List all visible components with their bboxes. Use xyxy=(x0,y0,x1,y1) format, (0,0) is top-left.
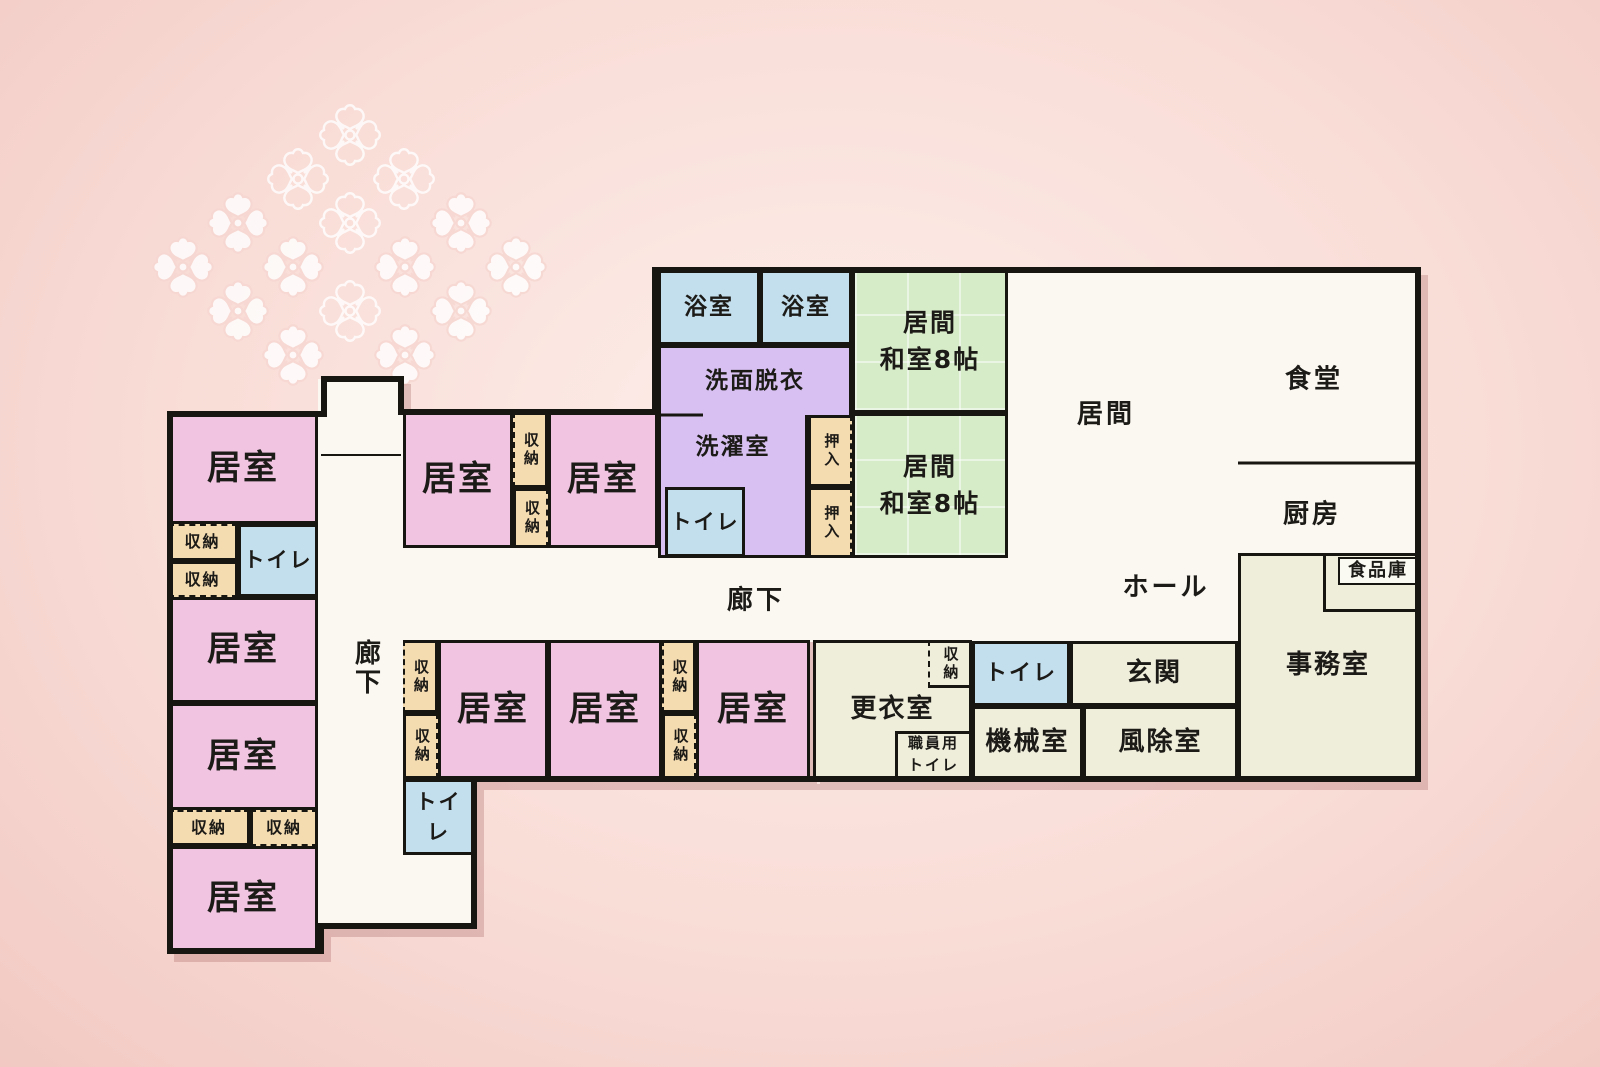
room-label-shuno-5: 収納 xyxy=(521,432,540,468)
room-label-washitsu-1: 居間 和室8帖 xyxy=(879,308,981,374)
room-label-oshiire-2: 押入 xyxy=(822,504,841,541)
room-shuno-2: 収納 xyxy=(168,561,238,597)
room-kyoshitsu-5: 居室 xyxy=(403,412,513,548)
room-label-koishitsu: 更衣室 xyxy=(850,693,935,724)
area-label-ima: 居間 xyxy=(1076,399,1136,430)
room-oshiire-1: 押入 xyxy=(808,415,852,487)
room-shuno-5: 収納 xyxy=(513,412,548,488)
room-toire-3: トイレ xyxy=(403,779,474,855)
room-label-kyoshitsu-6: 居室 xyxy=(567,459,639,500)
room-toire-1: トイレ xyxy=(238,524,318,597)
room-label-yokushitsu-2: 浴室 xyxy=(781,293,831,320)
room-label-toire-3: トイレ xyxy=(415,789,462,844)
room-label-kikaishitsu: 機械室 xyxy=(985,726,1070,757)
room-label-kyoshitsu-5: 居室 xyxy=(422,459,494,500)
room-senmendatsui: 洗面脱衣 xyxy=(658,345,852,415)
room-yokushitsu-1: 浴室 xyxy=(658,270,760,345)
room-kyoshitsu-3: 居室 xyxy=(168,703,318,810)
room-shokuhinko: 食品庫 xyxy=(1338,557,1418,585)
room-shuno-7: 収納 xyxy=(403,640,438,713)
room-label-shuno-10: 収納 xyxy=(671,728,690,764)
room-toire-4: トイレ xyxy=(972,641,1070,706)
area-label-chubo: 厨房 xyxy=(1282,499,1342,530)
room-shuno-9: 収納 xyxy=(662,640,696,713)
room-label-kyoshitsu-3: 居室 xyxy=(207,735,279,776)
room-label-toire-4: トイレ xyxy=(984,660,1057,686)
room-label-shuno-1: 収納 xyxy=(184,532,221,552)
room-genkan: 玄関 xyxy=(1070,641,1238,706)
room-label-yokushitsu-1: 浴室 xyxy=(684,293,734,320)
room-kyoshitsu-1: 居室 xyxy=(168,414,318,524)
room-shuno-3: 収納 xyxy=(168,810,250,846)
room-oshiire-2: 押入 xyxy=(808,487,852,558)
room-label-kyoshitsu-1: 居室 xyxy=(207,448,279,489)
room-shuno-1: 収納 xyxy=(168,524,238,561)
room-shuno-4: 収納 xyxy=(250,810,318,846)
room-label-kyoshitsu-9: 居室 xyxy=(717,688,789,729)
room-label-sentakushitsu: 洗濯室 xyxy=(695,434,771,460)
room-shokuin-toire: 職員用 トイレ xyxy=(895,731,972,779)
room-washitsu-2: 居間 和室8帖 xyxy=(852,413,1008,558)
room-label-kyoshitsu-4: 居室 xyxy=(207,877,279,918)
room-label-shuno-9: 収納 xyxy=(670,658,689,695)
room-label-kyoshitsu-7: 居室 xyxy=(457,688,529,729)
room-label-shuno-11: 収納 xyxy=(941,646,960,682)
room-label-shuno-3: 収納 xyxy=(190,817,227,837)
room-washitsu-1: 居間 和室8帖 xyxy=(852,270,1008,413)
room-label-toire-1: トイレ xyxy=(243,548,313,573)
room-label-shuno-2: 収納 xyxy=(184,569,221,589)
room-kyoshitsu-8: 居室 xyxy=(548,640,662,779)
room-label-shuno-8: 収納 xyxy=(412,728,431,764)
room-toire-2: トイレ xyxy=(665,487,745,557)
room-label-genkan: 玄関 xyxy=(1125,657,1182,688)
room-label-shuno-4: 収納 xyxy=(265,818,302,838)
room-kikaishitsu: 機械室 xyxy=(972,706,1083,779)
room-shuno-6: 収納 xyxy=(513,488,548,548)
room-shuno-10: 収納 xyxy=(662,713,696,779)
area-label-shokudo: 食堂 xyxy=(1284,364,1344,395)
room-kyoshitsu-9: 居室 xyxy=(696,640,810,779)
area-label-roka-1: 廊下 xyxy=(726,585,786,616)
room-kyoshitsu-7: 居室 xyxy=(438,640,548,779)
room-label-kyoshitsu-8: 居室 xyxy=(569,688,641,729)
room-label-shokuin-toire: 職員用 トイレ xyxy=(907,734,959,774)
room-kyoshitsu-6: 居室 xyxy=(548,412,658,548)
room-shuno-11: 収納 xyxy=(928,640,972,688)
room-label-toire-2: トイレ xyxy=(670,509,740,534)
room-label-senmendatsui: 洗面脱衣 xyxy=(705,367,805,394)
room-label-jimushitsu: 事務室 xyxy=(1285,650,1370,681)
room-label-shuno-6: 収納 xyxy=(522,500,541,536)
room-label-shuno-7: 収納 xyxy=(411,658,430,695)
room-label-kyoshitsu-2: 居室 xyxy=(207,629,279,670)
room-yokushitsu-2: 浴室 xyxy=(760,270,852,345)
room-label-shokuhinko: 食品庫 xyxy=(1348,559,1408,581)
room-kyoshitsu-4: 居室 xyxy=(168,846,318,951)
area-label-hall: ホール xyxy=(1122,572,1210,603)
room-label-fujoshitsu: 風除室 xyxy=(1118,726,1203,757)
room-label-oshiire-1: 押入 xyxy=(822,433,841,469)
area-label-roka-2: 廊下 xyxy=(350,639,381,697)
room-label-washitsu-2: 居間 和室8帖 xyxy=(879,452,981,518)
room-fujoshitsu: 風除室 xyxy=(1083,706,1238,779)
room-kyoshitsu-2: 居室 xyxy=(168,597,318,703)
room-shuno-8: 収納 xyxy=(403,713,438,779)
